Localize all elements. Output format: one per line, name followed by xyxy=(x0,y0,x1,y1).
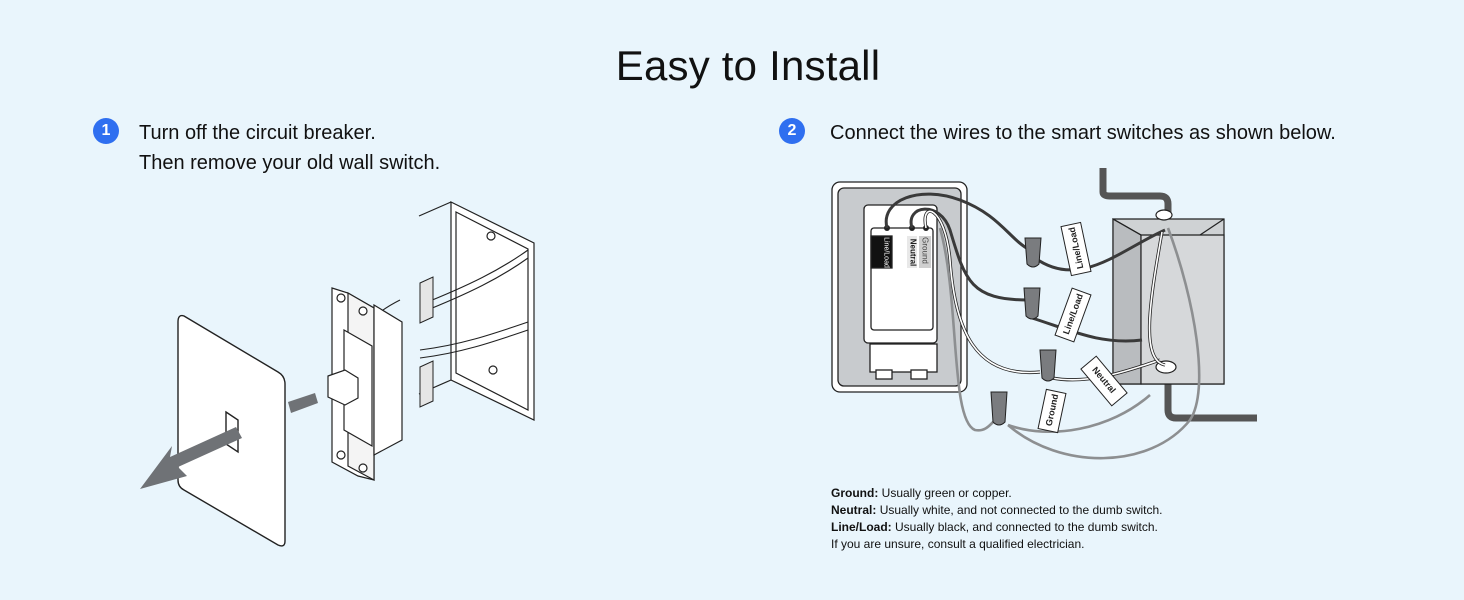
switch-label-ground: Ground xyxy=(920,237,930,264)
wire-tag-neutral: Neutral xyxy=(1090,364,1118,396)
wire-tag-line-load-1: Line/Load xyxy=(1066,226,1086,270)
legend-note: If you are unsure, consult a qualified e… xyxy=(831,536,1163,553)
wire-tag-line-load-2: Line/Load xyxy=(1061,292,1085,336)
ground-wires xyxy=(938,227,1201,460)
step-1-line-2: Then remove your old wall switch. xyxy=(139,152,441,174)
legend-neutral: Neutral: Usually white, and not connecte… xyxy=(831,502,1163,519)
old-switch xyxy=(327,287,403,482)
conduit-cables xyxy=(1099,168,1257,422)
page-title: Easy to Install xyxy=(615,42,881,89)
cables xyxy=(359,249,529,386)
legend-neutral-desc: Usually white, and not connected to the … xyxy=(879,503,1163,517)
step-2-instructions: Connect the wires to the smart switches … xyxy=(830,118,1336,148)
wire-tag-ground: Ground xyxy=(1043,393,1061,427)
legend-line-load-term: Line/Load: xyxy=(831,520,892,534)
legend-line-load-desc: Usually black, and connected to the dumb… xyxy=(895,520,1158,534)
legend-neutral-term: Neutral: xyxy=(831,503,877,517)
legend-ground-term: Ground: xyxy=(831,486,879,500)
step-1-badge: 1 xyxy=(93,118,119,144)
wire-nuts xyxy=(990,237,1057,426)
smart-switch xyxy=(831,181,968,393)
legend-note-text: If you are unsure, consult a qualified e… xyxy=(831,537,1085,551)
switch-terminals xyxy=(884,225,929,231)
cover-plate xyxy=(177,314,286,547)
step-1-instructions: Turn off the circuit breaker. Then remov… xyxy=(139,118,440,178)
wiring-legend: Ground: Usually green or copper. Neutral… xyxy=(831,485,1163,553)
legend-ground: Ground: Usually green or copper. xyxy=(831,485,1163,502)
step-1-line-1: Turn off the circuit breaker. xyxy=(139,122,376,144)
switch-label-neutral: Neutral xyxy=(908,238,918,267)
junction-box xyxy=(1112,209,1225,385)
step-2-line-1: Connect the wires to the smart switches … xyxy=(830,122,1336,144)
step-2-badge: 2 xyxy=(779,118,805,144)
neutral-wires xyxy=(923,209,1166,382)
wall-box xyxy=(418,201,535,421)
legend-line-load: Line/Load: Usually black, and connected … xyxy=(831,519,1163,536)
removal-arrow xyxy=(140,393,318,489)
switch-label-wrapper: Line/Load xyxy=(873,237,899,268)
switch-label-line-load: Line/Load xyxy=(882,237,890,268)
tape-strips xyxy=(419,276,434,408)
legend-ground-desc: Usually green or copper. xyxy=(881,486,1012,500)
